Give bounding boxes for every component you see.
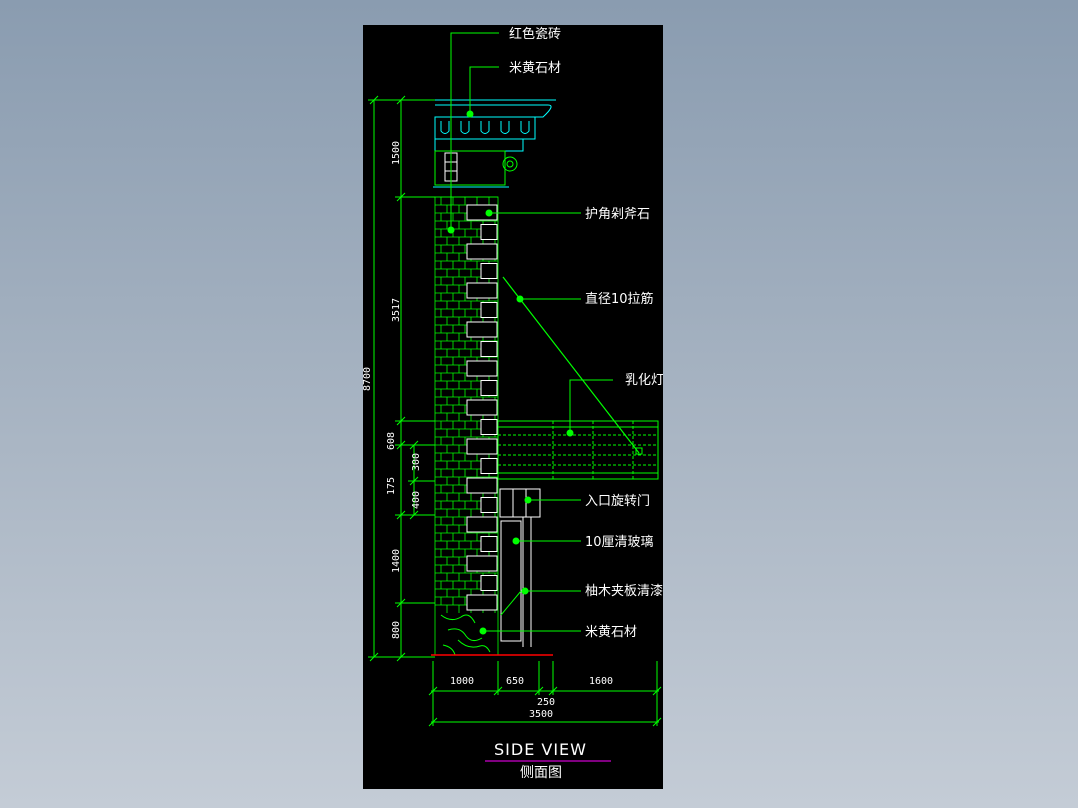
label-revolving-door: 入口旋转门 [585, 494, 650, 509]
label-canopy: 乳化灯片雨棚 [625, 373, 663, 388]
dim-175: 175 [386, 477, 397, 495]
quoin-stone [480, 497, 498, 513]
quoin-stone [480, 263, 498, 279]
label-tie-bar: 直径10拉筋 [585, 291, 654, 307]
tie-bar-anchor [635, 447, 643, 455]
horizontal-dimensions [428, 661, 662, 727]
dim-250: 250 [537, 697, 555, 708]
leader-lines [450, 32, 613, 632]
glass-panel [500, 520, 522, 642]
quoin-stone [466, 555, 498, 572]
quoin-stones [466, 204, 498, 611]
quoin-stone [466, 321, 498, 338]
label-clear-glass: 10厘清玻璃 [585, 535, 654, 550]
dim-300: 300 [411, 453, 422, 471]
label-beige-stone-bottom: 米黄石材 [585, 625, 637, 640]
quoin-stone [480, 536, 498, 552]
quoin-stone [466, 477, 498, 494]
quoin-stone [480, 575, 498, 591]
revolving-door [499, 488, 541, 647]
quoin-stone [466, 243, 498, 260]
quoin-stone [480, 458, 498, 474]
dim-400: 400 [411, 491, 422, 509]
quoin-stone [466, 594, 498, 611]
dim-3517: 3517 [391, 298, 402, 322]
dim-800: 800 [391, 621, 402, 639]
label-corner-stone: 护角剁斧石 [585, 207, 650, 222]
dim-608: 608 [386, 432, 397, 450]
dim-650: 650 [506, 676, 524, 687]
canopy [497, 420, 659, 480]
dim-8700: 8700 [363, 367, 373, 391]
label-red-tile: 红色瓷砖 [509, 26, 561, 42]
drawing-sheet: 红色瓷砖 米黄石材 护角剁斧石 直径10拉筋 乳化灯片雨棚 入口旋转门 10厘清… [363, 25, 663, 789]
vertical-dimensions [368, 95, 435, 662]
quoin-stone [480, 419, 498, 435]
dim-1000: 1000 [450, 676, 474, 687]
quoin-stone [480, 380, 498, 396]
dim-1500: 1500 [391, 141, 402, 165]
dim-3500: 3500 [529, 709, 553, 720]
dim-1400: 1400 [391, 549, 402, 573]
quoin-stone [466, 399, 498, 416]
leader-dots [447, 110, 574, 635]
drawing-title: SIDE VIEW [494, 740, 587, 759]
quoin-stone [480, 302, 498, 318]
quoin-stone [480, 341, 498, 357]
quoin-stone [466, 282, 498, 299]
label-beige-stone-top: 米黄石材 [509, 61, 561, 76]
label-teak-panel: 柚木夹板清漆 [585, 583, 663, 599]
quoin-stone [480, 224, 498, 240]
quoin-stone [466, 360, 498, 377]
drawing-subtitle: 侧面图 [520, 765, 562, 781]
side-view-drawing: 红色瓷砖 米黄石材 护角剁斧石 直径10拉筋 乳化灯片雨棚 入口旋转门 10厘清… [363, 26, 663, 781]
quoin-stone [466, 516, 498, 533]
tie-bar [502, 276, 640, 454]
quoin-stone [466, 438, 498, 455]
dim-1600: 1600 [589, 676, 613, 687]
stone-base [440, 614, 491, 656]
